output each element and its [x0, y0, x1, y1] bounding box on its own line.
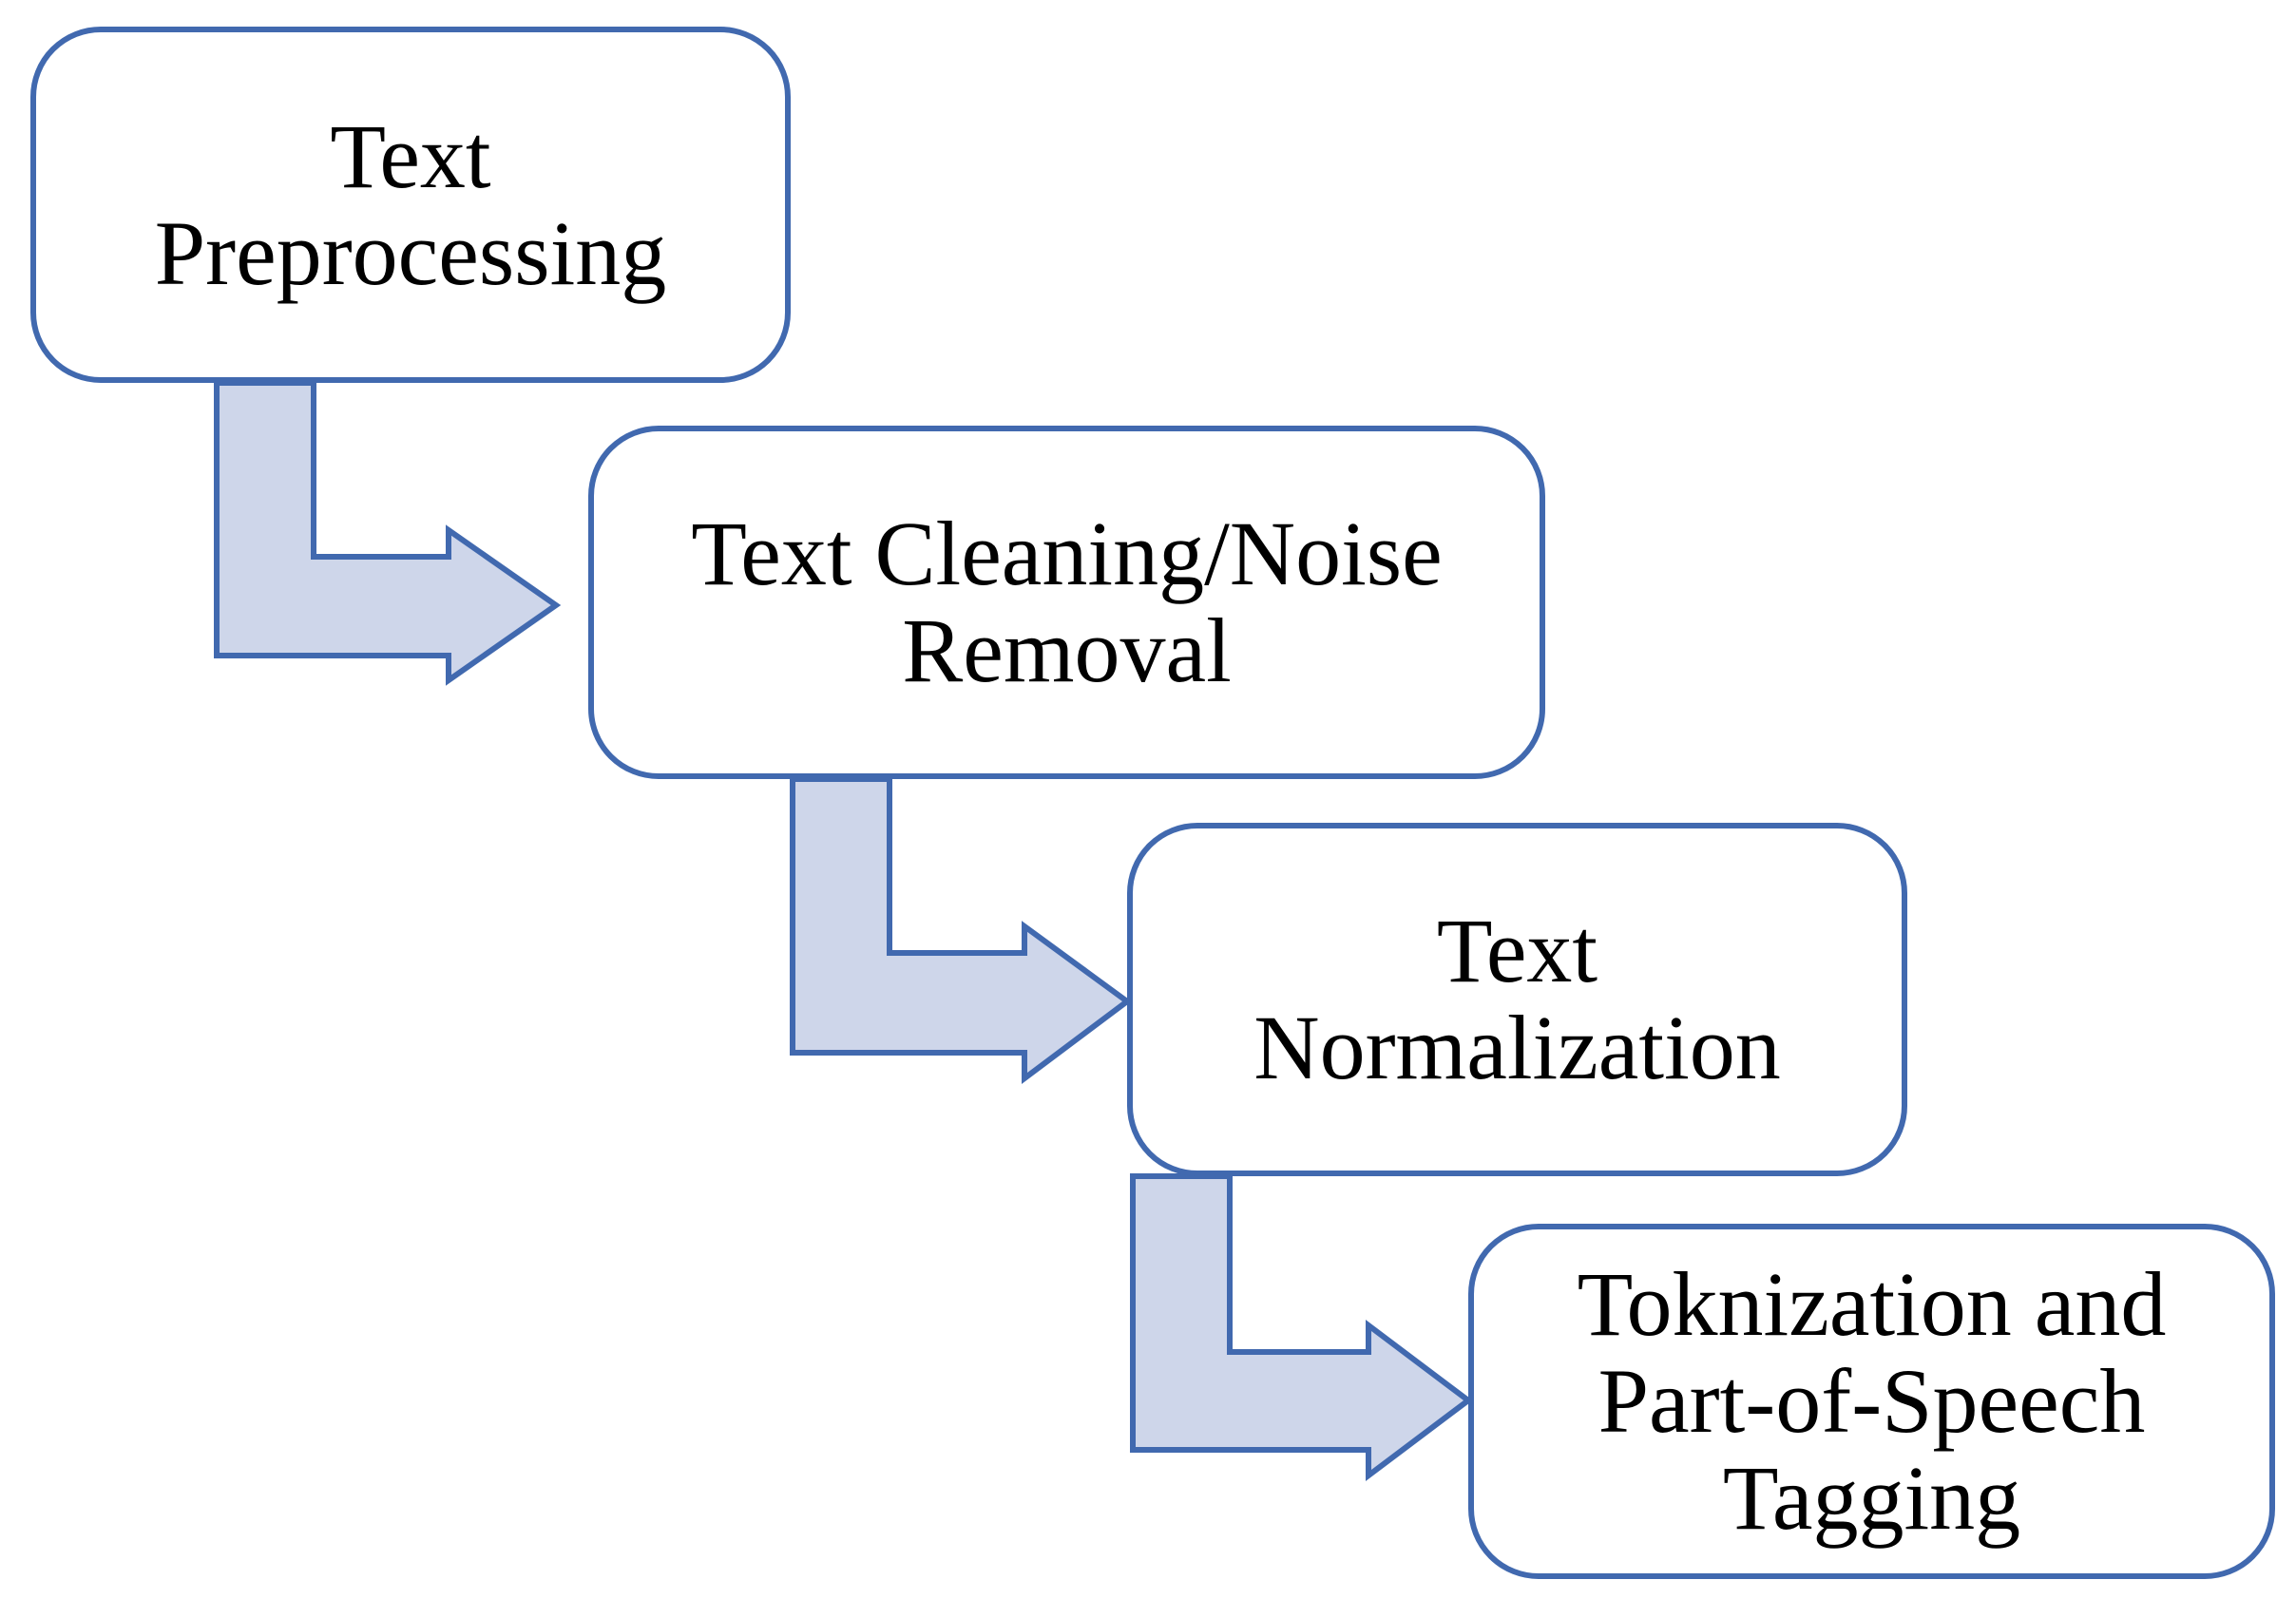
bent-arrow-icon-2 [790, 776, 1133, 1084]
bent-arrow-icon-3 [1130, 1173, 1473, 1482]
step-3-line-1: Text [1436, 900, 1598, 1002]
step-label-text-cleaning: Text Cleaning/Noise Removal [662, 505, 1470, 699]
step-2-line-1: Text Cleaning/Noise [691, 503, 1443, 605]
bent-arrow-icon-1 [214, 380, 562, 686]
step-label-text-normalization: Text Normalization [1225, 903, 1808, 1096]
step-4-line-1: Toknization and [1577, 1253, 2167, 1356]
step-box-text-normalization: Text Normalization [1127, 823, 1907, 1176]
step-1-line-1: Text [330, 105, 491, 207]
step-3-line-2: Normalization [1253, 997, 1781, 1098]
step-box-text-cleaning: Text Cleaning/Noise Removal [588, 426, 1545, 779]
step-label-tokenization-pos-tagging: Toknization and Part-of-Speech Tagging [1549, 1256, 2195, 1546]
step-label-text-preprocessing: Text Preprocessing [126, 105, 696, 304]
step-box-tokenization-pos-tagging: Toknization and Part-of-Speech Tagging [1468, 1224, 2275, 1579]
step-2-line-2: Removal [902, 600, 1232, 701]
step-1-line-2: Preprocessing [154, 201, 667, 304]
step-4-line-2: Part-of-Speech [1598, 1350, 2146, 1453]
step-box-text-preprocessing: Text Preprocessing [30, 27, 791, 383]
step-4-line-3: Tagging [1722, 1446, 2021, 1549]
